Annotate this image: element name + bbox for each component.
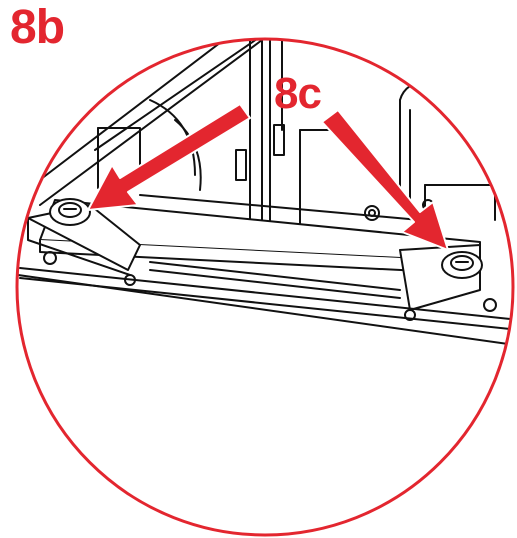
left-rivet	[43, 251, 57, 265]
mechanism-drawing	[17, 39, 513, 346]
right-nut	[364, 205, 380, 221]
frame-diagonal-outer	[19, 39, 251, 196]
frame-left-bracket	[97, 127, 141, 181]
crossbar-back-edge	[139, 194, 421, 221]
left-bracket-lower	[27, 217, 131, 276]
panel-slot	[273, 124, 285, 156]
zoom-circle-outline	[15, 37, 515, 537]
frame-diagonal-inner	[39, 39, 263, 206]
panel-slot-left	[235, 149, 247, 181]
left-foot	[124, 274, 136, 286]
step-label: 8b	[10, 1, 65, 54]
red-arrow-right-icon	[321, 109, 449, 251]
rail-1	[19, 267, 513, 321]
red-arrow-left-icon	[87, 103, 251, 211]
right-foot	[404, 309, 416, 321]
callout-label: 8c	[274, 69, 322, 118]
right-rivet	[483, 298, 497, 312]
base-edge	[17, 274, 513, 346]
rail-channel-bottom	[149, 269, 401, 299]
rail-channel-top	[149, 261, 401, 291]
frame-diagonal-back	[94, 39, 271, 151]
